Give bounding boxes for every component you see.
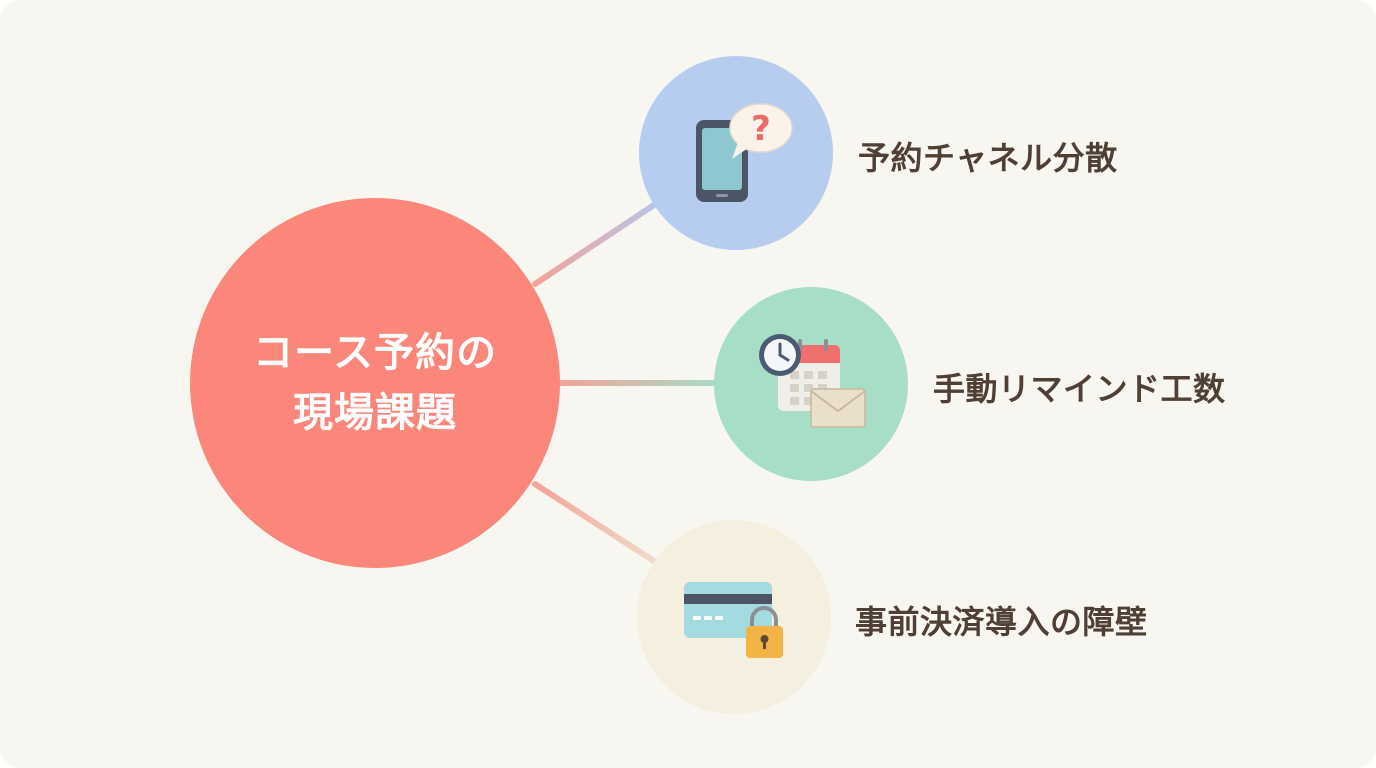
node-manual-reminders: [714, 287, 908, 481]
connector-line-3: [532, 481, 660, 566]
node-label-manual-reminders: 手動リマインド工数: [933, 370, 1226, 408]
svg-text:?: ?: [751, 109, 771, 149]
phone-question-icon: ?: [696, 103, 793, 202]
node-prepayment-barrier: [637, 520, 831, 714]
node-booking-channels: ?: [639, 56, 833, 250]
node-label-prepayment-barrier: 事前決済導入の障壁: [855, 603, 1148, 641]
connector-line-1: [532, 200, 660, 287]
node-label-booking-channels: 予約チャネル分散: [858, 139, 1118, 177]
center-topic: コース予約の 現場課題: [190, 198, 560, 568]
center-title-line-2: 現場課題: [293, 390, 457, 436]
calendar-clock-mail-icon: [759, 334, 866, 428]
center-title-line-1: コース予約の: [253, 330, 497, 376]
credit-card-lock-icon: [684, 582, 783, 658]
